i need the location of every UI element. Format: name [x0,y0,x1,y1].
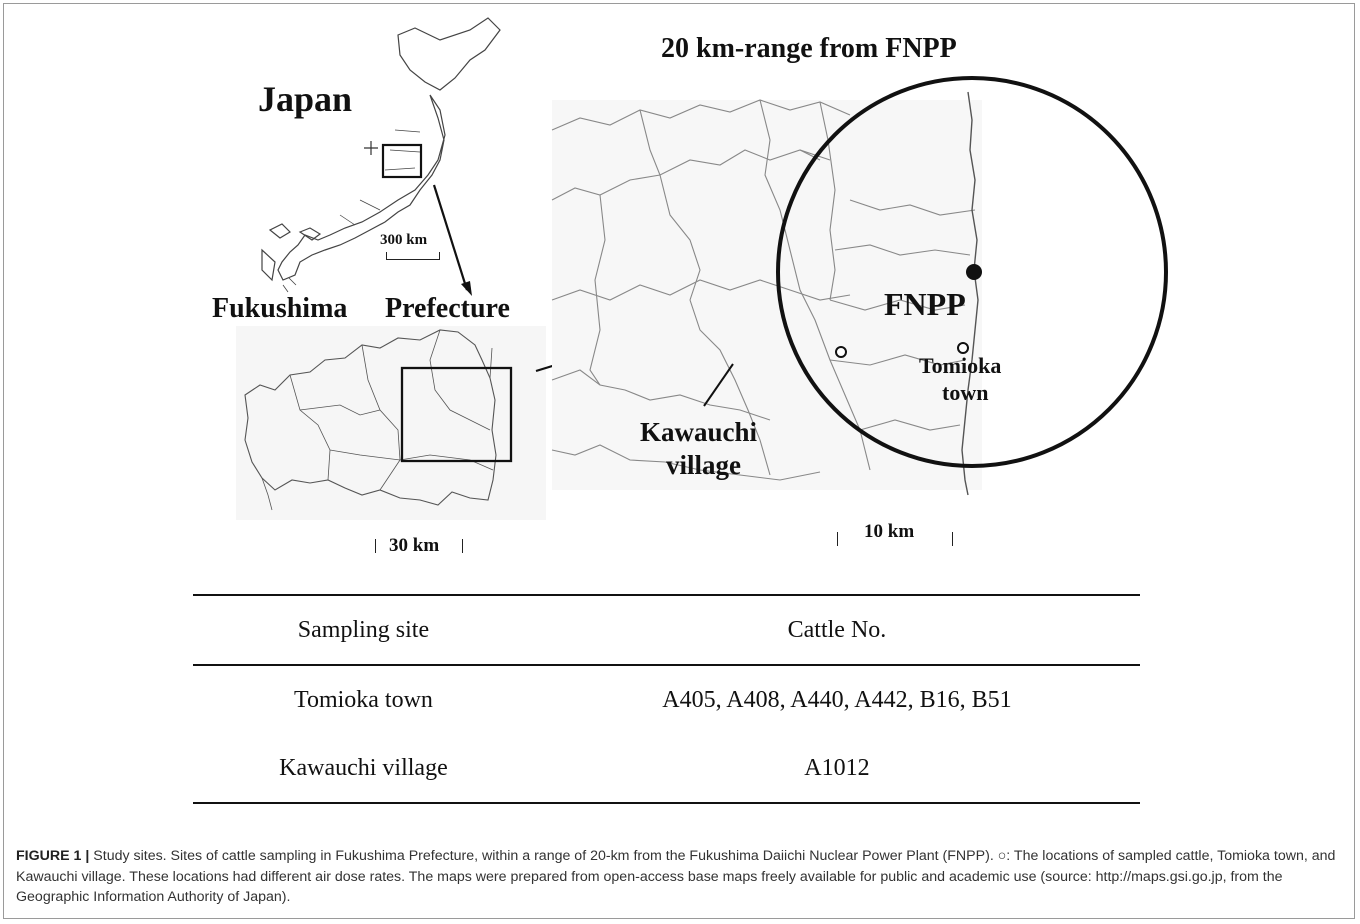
coastline [961,91,979,496]
map-panel: Japan 300 km Fukushima Prefecture 30 km … [212,17,1168,556]
table-header-cattle-no: Cattle No. [533,594,1140,666]
range-circle-20km [776,76,1168,468]
fukushima-inset-box [400,366,513,463]
japan-map [261,17,501,293]
japan-label: Japan [258,79,353,119]
table-row: Tomioka town A405, A408, A440, A442, B16… [193,665,1140,734]
map-artwork [244,17,1168,511]
caption-text: Study sites. Sites of cattle sampling in… [16,848,1336,905]
fnpp-label: FNPP [884,286,966,322]
kawauchi-site-marker [835,346,847,358]
japan-scale-label: 300 km [380,232,428,248]
fukushima-map [244,329,497,511]
figure-frame [3,3,1355,919]
table-cell-cattle: A1012 [533,734,1140,804]
kawauchi-label-line2: village [666,450,741,480]
figure-caption: FIGURE 1 | Study sites. Sites of cattle … [16,846,1346,908]
tomioka-site-marker [957,342,969,354]
fukushima-scale-label: 30 km [389,535,440,556]
japan-scale-bar [386,252,440,260]
japan-arrow [432,184,469,291]
table-cell-site: Kawauchi village [193,734,534,804]
tomioka-label-line1: Tomioka [919,353,1002,378]
tomioka-label-line2: town [942,380,989,405]
kawauchi-label-line1: Kawauchi [640,417,758,447]
detail-map-title: 20 km-range from FNPP [661,33,957,64]
detail-map-boundaries [551,99,976,481]
figure-label: FIGURE 1 | [16,848,90,864]
japan-inset-box [381,143,423,179]
detail-scale-label: 10 km [864,521,915,542]
prefecture-label: Prefecture [385,293,510,324]
table-header-sampling-site: Sampling site [193,594,534,666]
fnpp-marker [966,264,982,280]
kawauchi-leader-line [703,363,734,407]
sampling-table: Sampling site Cattle No. Tomioka town A4… [193,594,1140,804]
detail-scale-bar [837,532,953,546]
fukushima-label: Fukushima [212,293,348,324]
table-cell-cattle: A405, A408, A440, A442, B16, B51 [662,686,1012,713]
fukushima-scale-bar [375,539,463,553]
table-row: Kawauchi village A1012 [193,734,1140,804]
table-cell-site: Tomioka town [293,686,433,713]
